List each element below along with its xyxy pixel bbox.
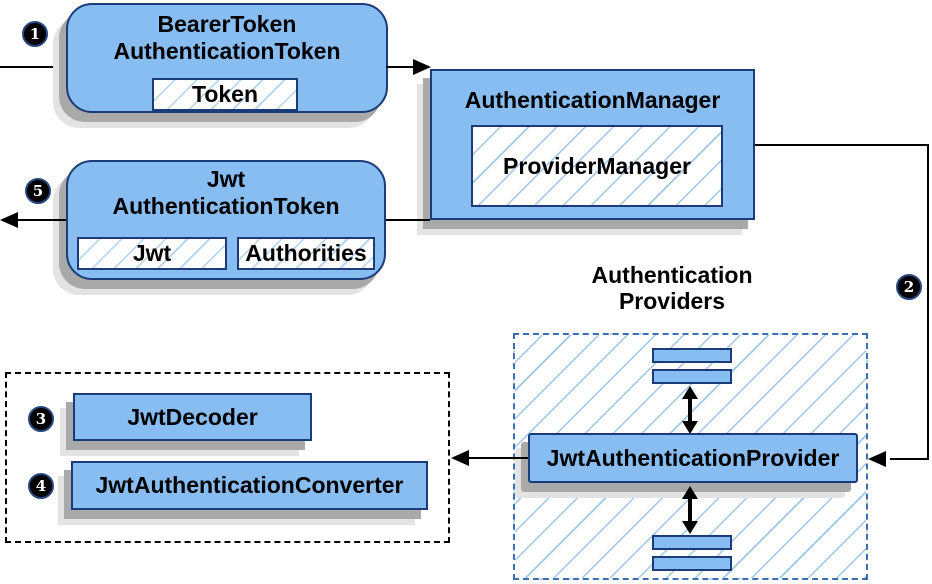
arrow-up-icon bbox=[682, 386, 698, 399]
arrow-right-icon bbox=[413, 59, 431, 75]
arrow-down-icon bbox=[682, 421, 698, 434]
manager-to-provider-line-top bbox=[755, 144, 929, 146]
arrow-up-icon bbox=[682, 486, 698, 499]
authentication-providers-label-line2: Providers bbox=[618, 288, 726, 314]
arrow-shaft bbox=[688, 495, 692, 525]
bearer-token-title-line2: AuthenticationToken bbox=[113, 38, 341, 64]
jwt-authentication-converter-label: JwtAuthenticationConverter bbox=[95, 472, 404, 498]
step-2-badge: 2 bbox=[896, 274, 922, 300]
jwt-decoder-label: JwtDecoder bbox=[127, 403, 258, 430]
token-field: Token bbox=[152, 78, 298, 111]
provider-slot-bar bbox=[652, 556, 732, 571]
jwt-field-label: Jwt bbox=[132, 240, 172, 266]
step-3-number: 3 bbox=[35, 409, 47, 428]
jwt-authentication-provider-label: JwtAuthenticationProvider bbox=[546, 444, 840, 471]
bearer-token-authentication-token-node: BearerToken AuthenticationToken Token bbox=[66, 3, 388, 113]
jwt-token-node-title: Jwt AuthenticationToken bbox=[68, 162, 384, 220]
authorities-field-label: Authorities bbox=[245, 240, 367, 266]
bearer-token-node-title: BearerToken AuthenticationToken bbox=[68, 5, 386, 65]
authorities-field: Authorities bbox=[237, 237, 375, 270]
outgoing-result-line bbox=[16, 219, 66, 221]
manager-to-provider-line-vertical bbox=[927, 145, 929, 460]
authentication-providers-label: Authentication Providers bbox=[496, 262, 848, 314]
step-3-badge: 3 bbox=[28, 406, 54, 432]
jwt-authentication-provider-node: JwtAuthenticationProvider bbox=[528, 433, 858, 483]
arrow-down-icon bbox=[682, 521, 698, 534]
arrow-left-icon bbox=[868, 451, 886, 467]
step-5-number: 5 bbox=[32, 181, 44, 200]
step-1-number: 1 bbox=[29, 24, 41, 43]
token-field-label: Token bbox=[191, 81, 259, 107]
jwt-authentication-token-node: Jwt AuthenticationToken Jwt Authorities bbox=[66, 160, 386, 280]
jwt-authentication-converter-node: JwtAuthenticationConverter bbox=[71, 461, 428, 510]
provider-slot-bar bbox=[652, 369, 732, 384]
step-1-badge: 1 bbox=[22, 21, 48, 47]
bidirectional-arrow-icon bbox=[682, 486, 698, 534]
provider-to-converter-line bbox=[467, 457, 528, 459]
bidirectional-arrow-icon bbox=[682, 386, 698, 434]
arrow-shaft bbox=[688, 395, 692, 425]
arrow-left-icon bbox=[451, 450, 469, 466]
incoming-request-line bbox=[0, 66, 66, 68]
jwt-token-title-line1: Jwt bbox=[206, 166, 246, 192]
authentication-providers-group: JwtAuthenticationProvider bbox=[513, 333, 868, 580]
jwt-field: Jwt bbox=[77, 237, 227, 270]
provider-manager-label: ProviderManager bbox=[503, 152, 691, 179]
provider-slot-bar bbox=[652, 348, 732, 363]
authentication-providers-label-line1: Authentication bbox=[591, 262, 753, 288]
bearer-to-manager-line bbox=[386, 66, 415, 68]
step-2-number: 2 bbox=[903, 277, 915, 296]
manager-to-jwt-token-line bbox=[386, 219, 430, 221]
authentication-manager-node: AuthenticationManager ProviderManager bbox=[430, 69, 755, 220]
arrow-left-icon bbox=[0, 212, 18, 228]
manager-to-provider-line-bottom bbox=[890, 458, 929, 460]
authentication-manager-title: AuthenticationManager bbox=[464, 87, 721, 113]
jwt-decoder-node: JwtDecoder bbox=[73, 393, 312, 441]
decoder-converter-group bbox=[5, 372, 450, 543]
provider-manager-field: ProviderManager bbox=[471, 125, 723, 207]
provider-slot-bar bbox=[652, 535, 732, 550]
step-4-badge: 4 bbox=[28, 473, 54, 499]
step-5-badge: 5 bbox=[25, 178, 51, 204]
step-4-number: 4 bbox=[35, 476, 47, 495]
bearer-token-title-line1: BearerToken bbox=[157, 11, 297, 37]
jwt-token-title-line2: AuthenticationToken bbox=[112, 193, 340, 219]
